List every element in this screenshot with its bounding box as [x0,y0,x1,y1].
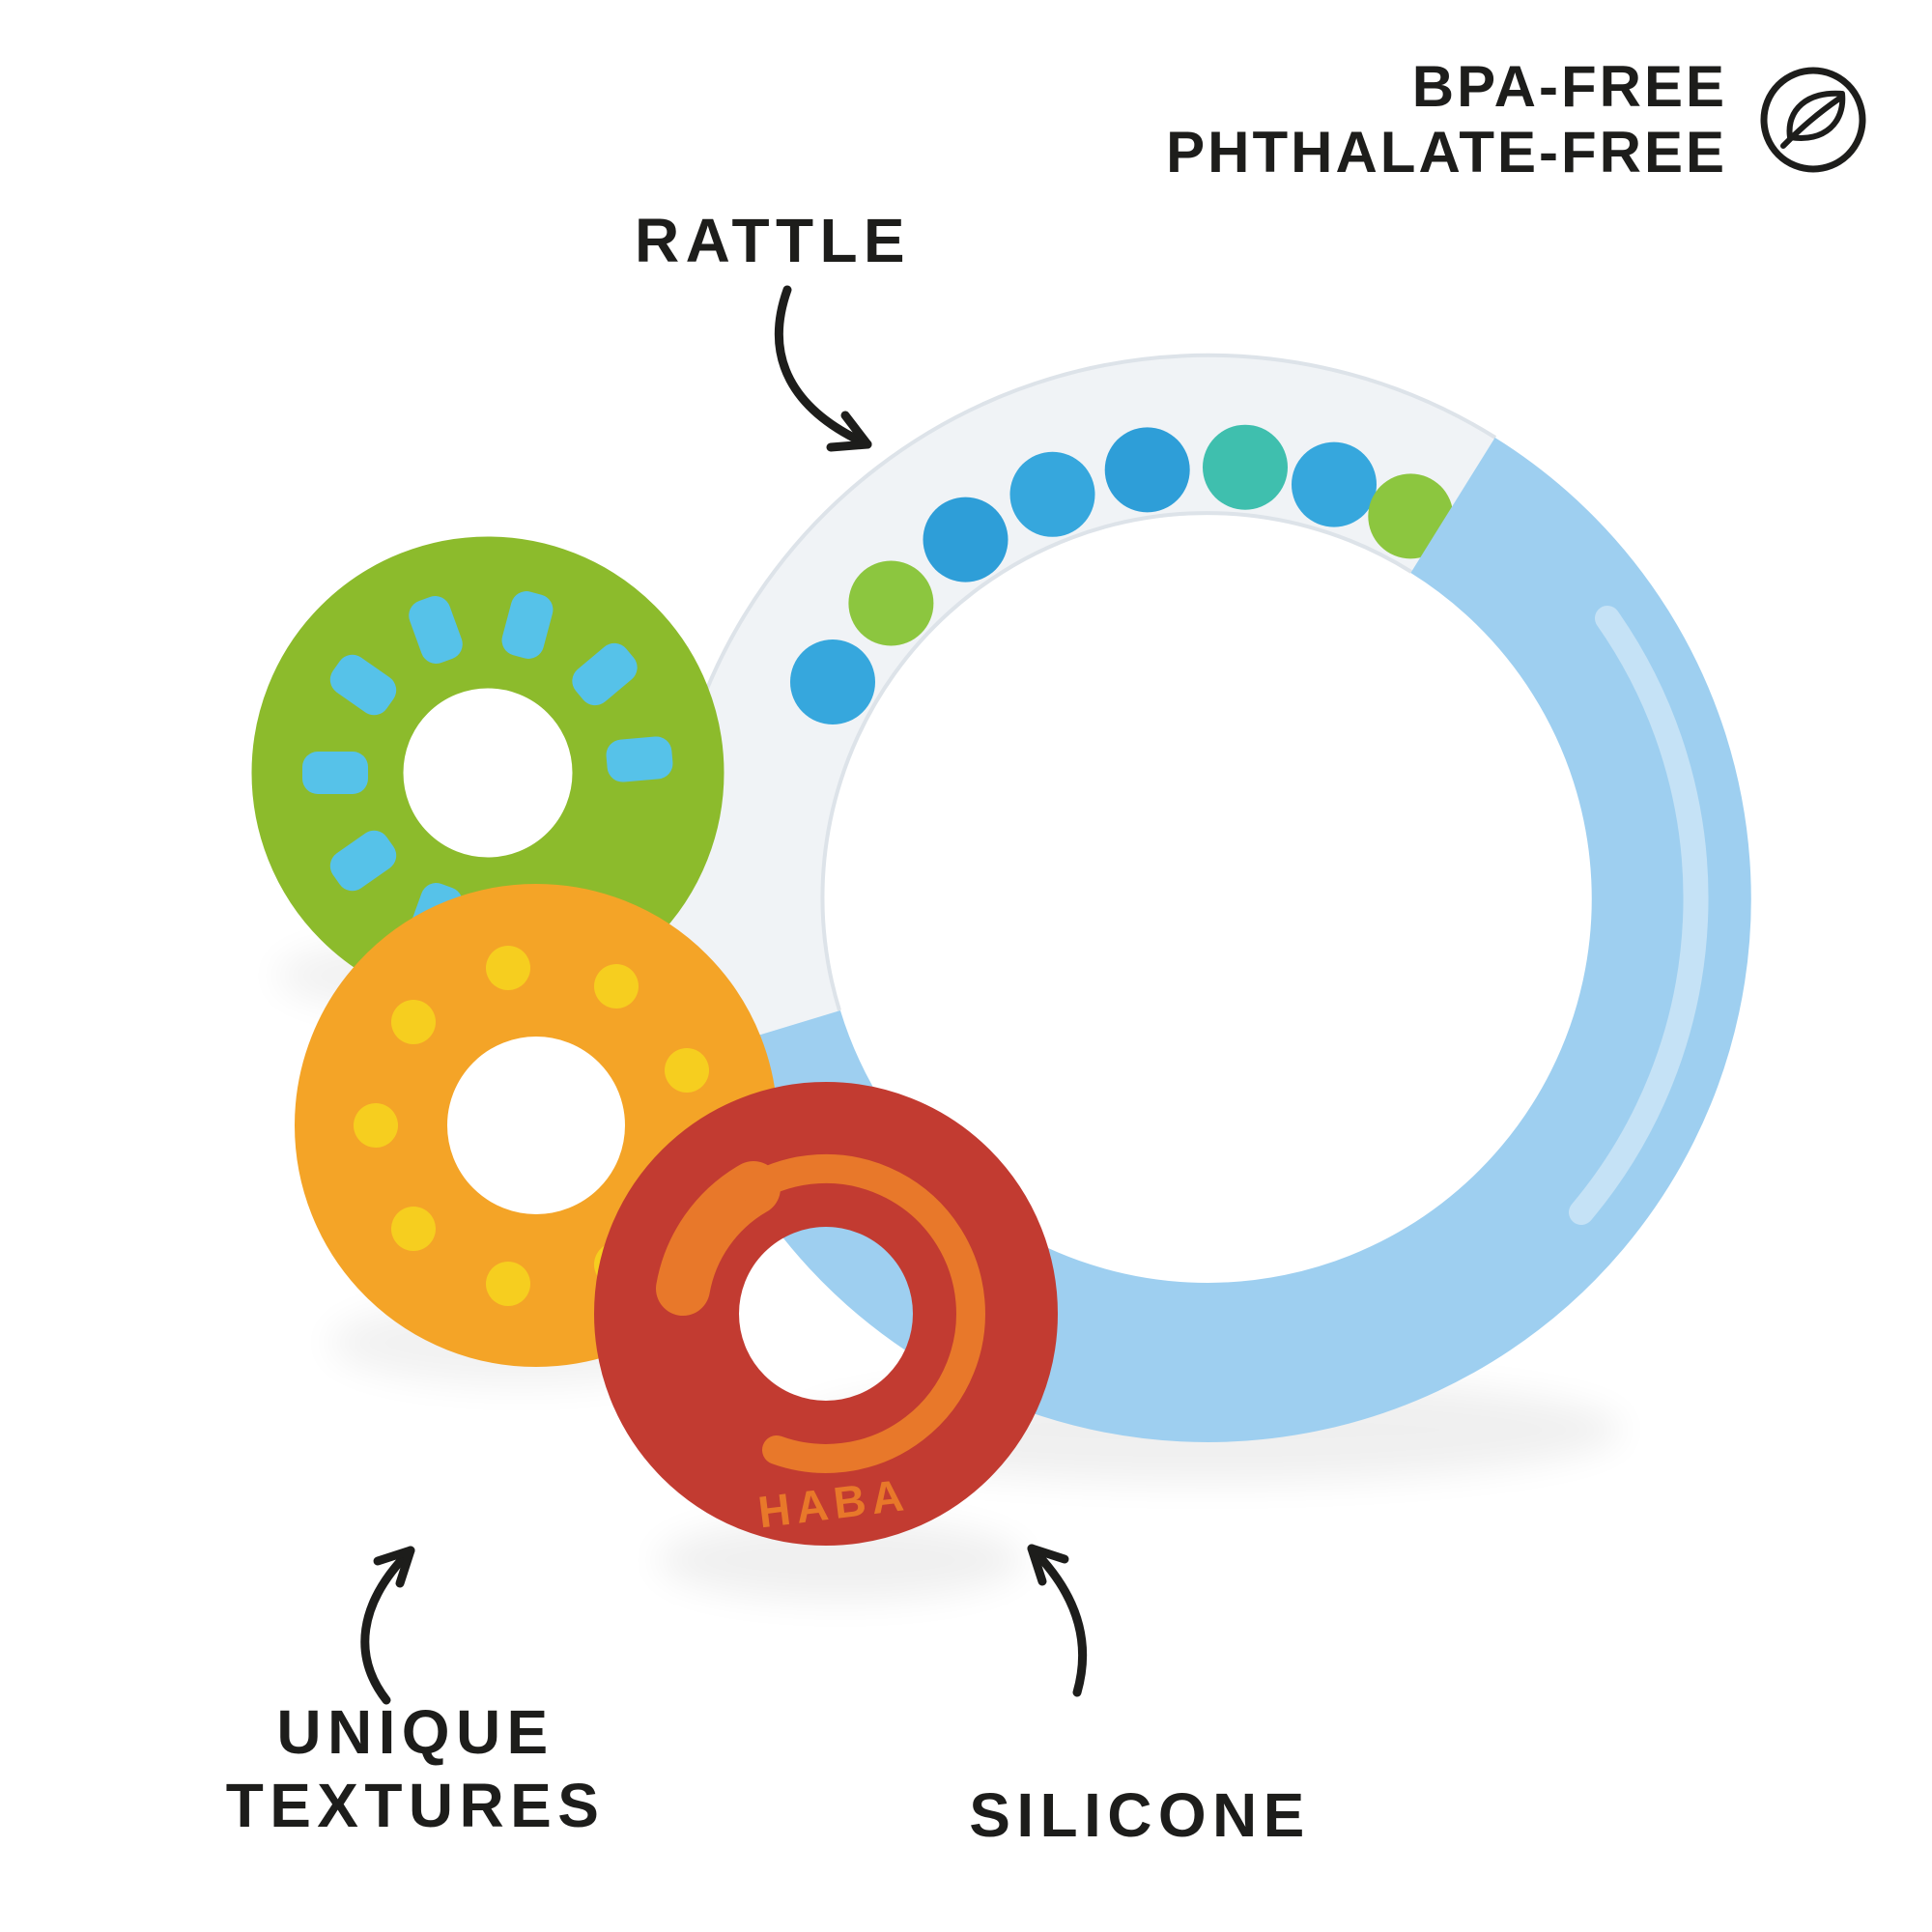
red-ring-swirl [739,1153,985,1473]
leaf-icon-stem [1780,95,1842,149]
rattle-ring-gloss [1569,606,1709,1225]
rattle-label: RATTLE [634,206,912,275]
rattle-beads [790,424,1454,724]
rattle-bead [790,639,875,724]
rattle-bead [1203,424,1288,510]
unique-textures-arrow [360,1546,415,1705]
rattle-ring-clear-inner-edge [820,511,1413,1011]
leaf-icon-body [1786,90,1846,141]
red-ring-swirl-thick [656,1161,781,1316]
rattle-bead [923,497,1009,582]
rattle-bead [1292,441,1377,527]
bpa-free-text: BPA-FREE [1411,54,1727,119]
phthalate-free-text: PHTHALATE-FREE [1166,119,1727,185]
certification-badge: BPA-FREE PHTHALATE-FREE [1166,54,1870,185]
leaf-icon [1760,67,1866,173]
unique-textures-line2: TEXTURES [225,1770,606,1840]
red-ring-shadow [657,1520,1024,1601]
unique-textures-label: UNIQUE TEXTURES [169,1696,662,1842]
rattle-bead [848,560,934,646]
rattle-bead [1368,473,1454,559]
rattle-bead [1104,427,1190,513]
unique-textures-line1: UNIQUE [276,1697,554,1767]
leaf-icon-circle [1760,67,1866,173]
rattle-arrow [775,285,872,452]
silicone-arrow [1027,1544,1087,1697]
certification-text: BPA-FREE PHTHALATE-FREE [1166,54,1727,185]
silicone-label: SILICONE [969,1780,1311,1850]
red-silicone-ring: HABA [594,1082,1058,1546]
rattle-bead [1009,451,1095,537]
